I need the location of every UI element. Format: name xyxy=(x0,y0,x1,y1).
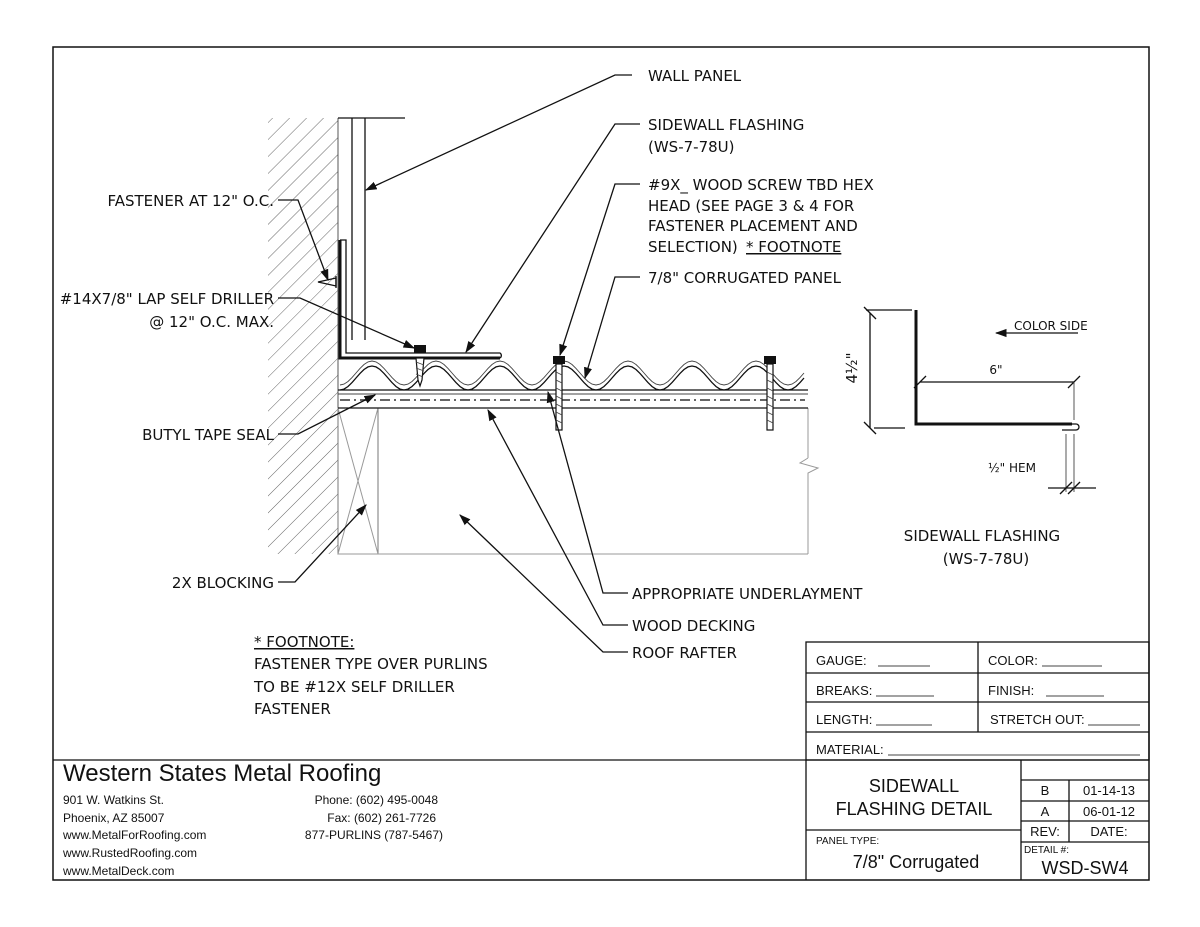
date-label: DATE: xyxy=(1090,824,1127,839)
title-line1: SIDEWALL xyxy=(869,776,959,796)
callout-roof-rafter: ROOF RAFTER xyxy=(632,644,737,662)
spec-length-label: LENGTH: xyxy=(816,712,872,727)
sidewall-flashing xyxy=(338,240,500,360)
panel-type-label: PANEL TYPE: xyxy=(816,836,879,847)
company-tollfree: 877-PURLINS (787-5467) xyxy=(305,828,443,842)
lap-screw xyxy=(414,345,426,388)
spec-color-label: COLOR: xyxy=(988,653,1038,668)
rev-a-date: 06-01-12 xyxy=(1083,804,1135,819)
sheet-border xyxy=(52,46,1150,881)
callout-sidewall-flashing-code: (WS-7-78U) xyxy=(648,138,735,156)
company-address2: Phoenix, AZ 85007 xyxy=(63,811,165,825)
detail-number-label: DETAIL #: xyxy=(1024,845,1069,856)
company-block: Western States Metal Roofing 901 W. Watk… xyxy=(53,759,1149,878)
callout-wood-screw-line3: FASTENER PLACEMENT AND xyxy=(648,217,858,235)
company-web1[interactable]: www.MetalForRoofing.com xyxy=(62,828,206,842)
spec-material-label: MATERIAL: xyxy=(816,742,884,757)
profile-dim-height: 4½" xyxy=(843,353,861,384)
flashing-profile: 4½" 6" COLOR SIDE ½" HEM SIDEWALL FLASHI… xyxy=(843,306,1096,568)
callout-wood-screw-line4: SELECTION) xyxy=(648,238,738,256)
callout-wall-panel: WALL PANEL xyxy=(648,67,742,85)
spec-stretch-out-label: STRETCH OUT: xyxy=(990,712,1085,727)
callout-lap-driller-line2: @ 12" O.C. MAX. xyxy=(149,313,274,331)
company-phone: Phone: (602) 495-0048 xyxy=(315,793,439,807)
callout-fastener-12: FASTENER AT 12" O.C. xyxy=(107,192,274,210)
profile-hem: ½" HEM xyxy=(988,461,1036,475)
callout-wood-screw-line2: HEAD (SEE PAGE 3 & 4 FOR xyxy=(648,197,854,215)
company-web3[interactable]: www.MetalDeck.com xyxy=(62,864,174,878)
callout-corrugated-panel: 7/8" CORRUGATED PANEL xyxy=(648,269,842,287)
company-fax: Fax: (602) 261-7726 xyxy=(327,811,436,825)
profile-title-line2: (WS-7-78U) xyxy=(943,550,1030,568)
footnote-line2: TO BE #12X SELF DRILLER xyxy=(253,678,455,696)
callout-lap-driller-line1: #14X7/8" LAP SELF DRILLER xyxy=(60,290,274,308)
profile-color-side: COLOR SIDE xyxy=(1014,319,1088,333)
spec-table: GAUGE: COLOR: BREAKS: FINISH: LENGTH: ST… xyxy=(805,641,1150,761)
rev-b: B xyxy=(1041,783,1050,798)
footnote-line3: FASTENER xyxy=(254,700,331,718)
spec-gauge-label: GAUGE: xyxy=(816,653,867,668)
callout-sidewall-flashing: SIDEWALL FLASHING xyxy=(648,116,804,134)
title-block: SIDEWALL FLASHING DETAIL PANEL TYPE: 7/8… xyxy=(805,760,1149,880)
company-web2[interactable]: www.RustedRoofing.com xyxy=(62,846,197,860)
footnote-title: * FOOTNOTE: xyxy=(254,633,354,651)
profile-dim-width: 6" xyxy=(989,363,1002,377)
spec-breaks-label: BREAKS: xyxy=(816,683,872,698)
wood-screw-2 xyxy=(764,356,776,431)
rev-a: A xyxy=(1041,804,1050,819)
company-name: Western States Metal Roofing xyxy=(63,760,381,787)
callout-wood-decking: WOOD DECKING xyxy=(632,617,755,635)
spec-finish-label: FINISH: xyxy=(988,683,1034,698)
footnote-line1: FASTENER TYPE OVER PURLINS xyxy=(254,655,488,673)
callout-butyl-tape: BUTYL TAPE SEAL xyxy=(142,426,275,444)
callout-blocking: 2X BLOCKING xyxy=(172,574,274,592)
callout-underlayment: APPROPRIATE UNDERLAYMENT xyxy=(632,585,863,603)
callout-wood-screw-footnote: * FOOTNOTE xyxy=(746,238,841,256)
rev-label: REV: xyxy=(1030,824,1060,839)
callout-wood-screw-line1: #9X_ WOOD SCREW TBD HEX xyxy=(648,176,874,195)
detail-drawing: WALL PANEL SIDEWALL FLASHING (WS-7-78U) … xyxy=(60,67,874,718)
title-line2: FLASHING DETAIL xyxy=(836,799,993,819)
wall-hatch xyxy=(268,118,338,554)
profile-title-line1: SIDEWALL FLASHING xyxy=(904,527,1060,545)
detail-number: WSD-SW4 xyxy=(1042,858,1129,878)
panel-type-value: 7/8" Corrugated xyxy=(853,852,979,872)
rev-b-date: 01-14-13 xyxy=(1083,783,1135,798)
company-address1: 901 W. Watkins St. xyxy=(63,793,164,807)
